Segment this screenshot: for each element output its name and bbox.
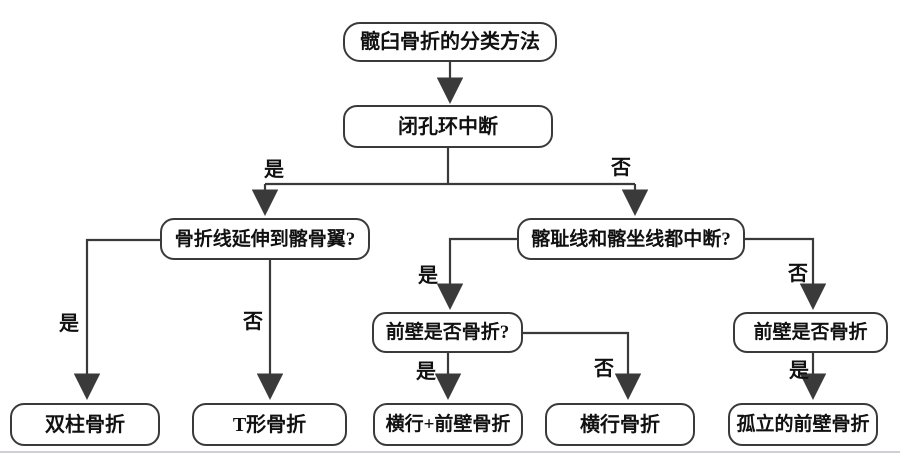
node-fracture-line-to-iliac-wing-question: 骨折线延伸到髂骨翼? [160, 218, 370, 260]
node-t-shaped-fracture: T形骨折 [192, 403, 347, 446]
page-bottom-rule [0, 451, 900, 453]
node-obturator-ring-interruption: 闭孔环中断 [343, 105, 553, 148]
edge-label-yes-anterior-wall-mid: 是 [416, 361, 436, 383]
node-iliopectineal-ilioischial-lines-question: 髂耻线和髂坐线都中断? [517, 218, 745, 260]
node-root-title: 髋臼骨折的分类方法 [343, 22, 557, 62]
edge-label-yes-ilio-lines: 是 [418, 265, 438, 287]
edge-label-yes-obturator: 是 [264, 159, 284, 181]
edge-iliolines-yes [436, 237, 517, 310]
edge-iliacwing-yes [73, 238, 160, 400]
node-transverse-fracture: 横行骨折 [545, 403, 695, 446]
edge-iliolines-no [745, 237, 827, 310]
node-both-column-fracture: 双柱骨折 [10, 403, 160, 446]
edge-label-no-obturator: 否 [611, 157, 631, 179]
node-transverse-plus-anterior-wall-fracture: 横行+前壁骨折 [373, 403, 523, 446]
edge-anteriorwallmid-no [523, 331, 642, 400]
node-anterior-wall-fracture-question-mid: 前壁是否骨折? [372, 312, 523, 353]
edge-label-no-anterior-wall-mid: 否 [594, 358, 614, 380]
edge-label-yes-anterior-wall-right: 是 [789, 360, 809, 382]
edge-label-no-ilio-lines: 否 [788, 263, 808, 285]
node-isolated-anterior-wall-fracture: 孤立的前壁骨折 [728, 403, 878, 446]
node-anterior-wall-fracture-question-right: 前壁是否骨折 [733, 312, 888, 353]
edge-label-yes-iliac-wing: 是 [59, 313, 79, 335]
edge-label-no-iliac-wing: 否 [243, 311, 263, 333]
